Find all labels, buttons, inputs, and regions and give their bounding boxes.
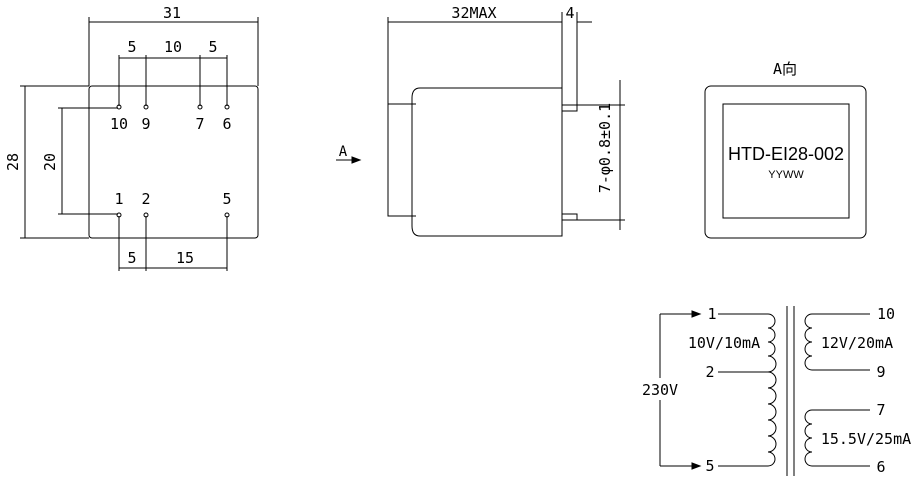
secondary1-label: 12V/20mA [821,334,893,352]
secondary-winding-2 [804,409,813,467]
dim-pin-length-label: 4 [565,4,574,22]
pin-hole [116,212,122,218]
dim-bottom-b: 15 [176,249,194,267]
view-a-label-area [722,103,850,219]
pin-label: 10 [110,115,128,133]
dim-top-a: 5 [127,38,136,56]
pin-hole [143,104,149,110]
pin-hole [224,104,230,110]
dim-height-label: 28 [4,153,22,171]
pin-label: 5 [222,190,231,208]
view-a-outer [704,85,867,239]
dim-top-c: 5 [208,38,217,56]
dim-bottom-a: 5 [127,249,136,267]
pin-label: 9 [141,115,150,133]
secondary-pin-label: 7 [876,401,885,419]
side-flange [387,103,416,217]
side-pin [561,213,578,221]
dim-top-b: 10 [164,38,182,56]
pin-label: 7 [195,115,204,133]
primary-winding-1 [767,313,777,373]
dim-width-label: 31 [163,4,181,22]
front-body-outline [88,85,259,239]
model-label: HTD-EI28-002 [728,144,844,164]
primary-voltage-label: 230V [642,381,678,399]
side-view: 32MAX 4 7-φ0.8±0.1 A [336,4,625,237]
primary-winding-2 [767,371,777,467]
arrow-head-icon [691,462,702,470]
side-body-outline [411,87,563,237]
view-a-title: A向 [773,60,797,78]
dim-pin-span-label: 20 [41,153,59,171]
primary-pin-label: 1 [707,305,716,323]
secondary-winding-1 [804,313,813,371]
pin-label: 6 [222,115,231,133]
primary-pin-label: 2 [705,363,714,381]
date-code-label: YYWW [768,169,804,181]
front-view: 31 28 20 5 10 5 5 15 10 [4,4,259,271]
dim-length-label: 32MAX [451,4,496,22]
primary-pin-label: 5 [705,457,714,475]
pin-hole [116,104,122,110]
secondary-pin-label: 6 [876,458,885,476]
pin-hole [224,212,230,218]
pin-hole [143,212,149,218]
secondary-pin-label: 10 [877,305,895,323]
secondary2-label: 15.5V/25mA [821,430,911,448]
pin-label: 1 [114,190,123,208]
primary-tap-label: 10V/10mA [688,334,760,352]
view-arrow-label: A [339,144,348,160]
secondary-pin-label: 9 [876,363,885,381]
view-a: A向 HTD-EI28-002 YYWW [704,60,867,239]
pin-label: 2 [141,190,150,208]
pin-hole [197,104,203,110]
arrow-head-icon [691,310,702,318]
pin-spec-label: 7-φ0.8±0.1 [596,103,614,193]
schematic: 230V 1 2 5 10V/10mA 10 9 12V/20mA 7 6 15… [642,305,911,476]
side-pin [561,104,578,112]
arrow-head-icon [351,156,362,164]
